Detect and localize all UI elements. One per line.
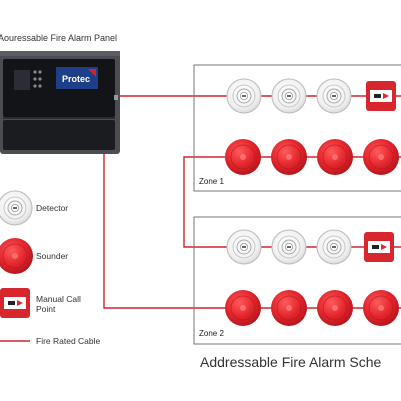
legend-sounder-label: Sounder	[36, 251, 69, 261]
diagram-footer-title: Addressable Fire Alarm Sche	[200, 354, 382, 370]
sounder-icon	[270, 138, 308, 176]
manual-call-point-icon	[364, 232, 394, 262]
zone-2-box	[193, 216, 401, 345]
sounder-icon	[316, 138, 354, 176]
fire-rated-cable-network	[103, 95, 401, 309]
legend-call-point-line2: Point	[36, 304, 56, 314]
sounder-icon	[224, 138, 262, 176]
zone-1-label: Zone 1	[199, 177, 224, 186]
detector-icon	[226, 229, 262, 265]
panel-logo	[56, 67, 98, 89]
panel-title: Aouressable Fire Alarm Panel	[0, 33, 118, 43]
cable-panel-to-zone2	[103, 154, 401, 309]
detector-icon	[316, 78, 352, 114]
fire-alarm-control-panel: Protec	[0, 51, 120, 154]
zone-2-label: Zone 2	[199, 329, 224, 338]
legend-call-point-label: Manual Call Point	[36, 294, 81, 314]
manual-call-point-icon	[366, 81, 396, 111]
panel-brand-text: Protec	[62, 74, 90, 84]
legend-detector-label: Detector	[36, 203, 69, 213]
sounder-icon	[362, 138, 400, 176]
sounder-icon	[362, 289, 400, 327]
sounder-icon	[270, 289, 308, 327]
legend-detector-icon	[0, 190, 33, 226]
detector-icon	[316, 229, 352, 265]
detector-icon	[271, 78, 307, 114]
detector-icon	[271, 229, 307, 265]
legend	[0, 190, 34, 342]
sounder-icon	[316, 289, 354, 327]
legend-cable-label: Fire Rated Cable	[36, 336, 101, 346]
legend-sounder-icon	[0, 237, 34, 275]
legend-call-point-line1: Manual Call	[36, 294, 81, 304]
sounder-icon	[224, 289, 262, 327]
zone-1-box	[193, 64, 401, 192]
legend-manual-call-point-icon	[0, 288, 30, 318]
detector-icon	[226, 78, 262, 114]
